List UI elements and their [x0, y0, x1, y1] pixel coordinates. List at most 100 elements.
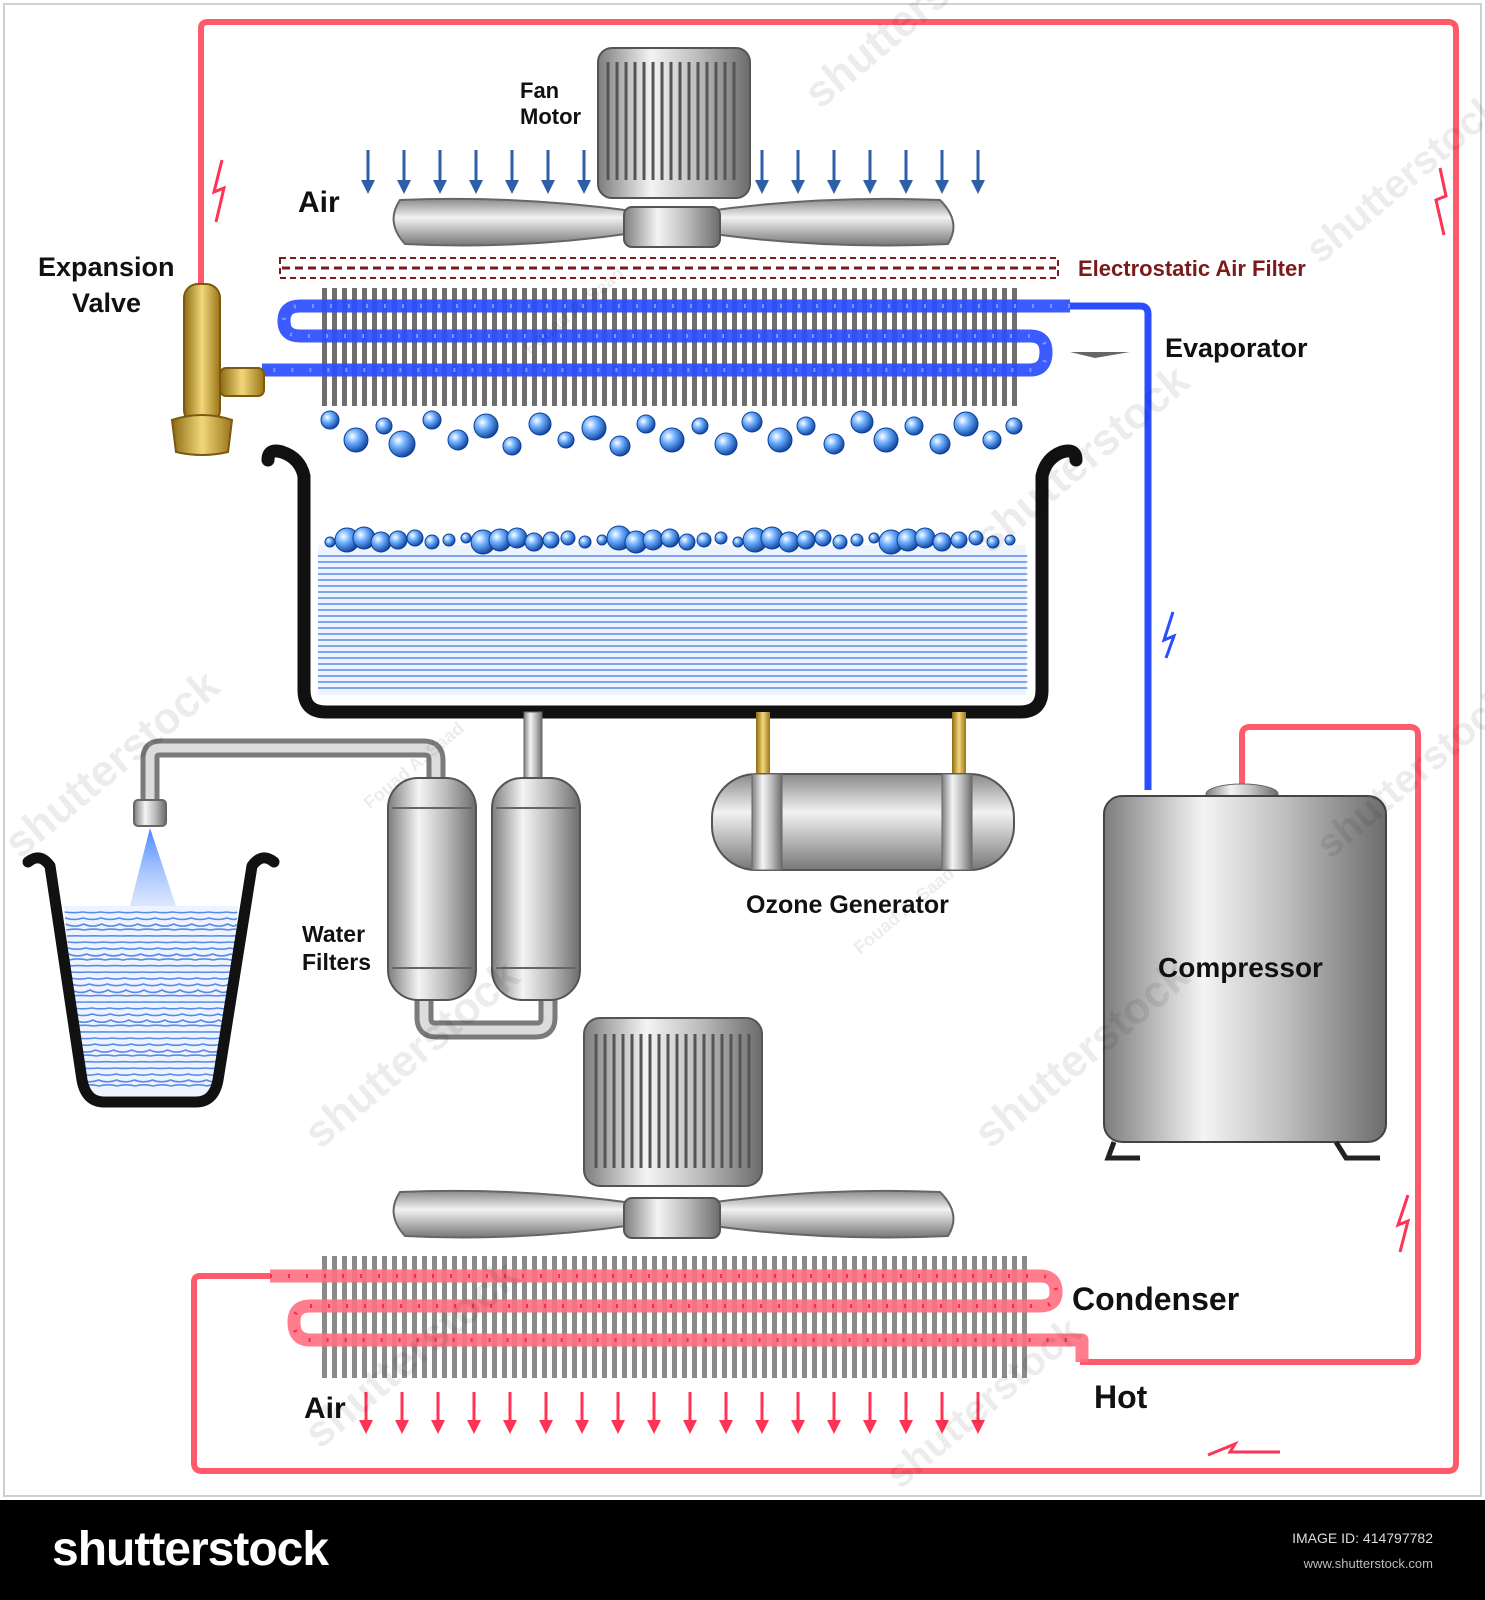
hot-air-arrow-head	[359, 1420, 373, 1434]
hot-air-arrow-head	[395, 1420, 409, 1434]
droplet	[796, 416, 816, 436]
hot-air-arrow-head	[935, 1420, 949, 1434]
water-wave	[67, 947, 237, 951]
bubble	[696, 532, 712, 548]
bubble	[832, 534, 848, 550]
bubble	[986, 535, 1000, 549]
hot-air-arrow-head	[683, 1420, 697, 1434]
compressor-label: Compressor	[1158, 952, 1323, 983]
fin	[462, 1256, 467, 1378]
fin	[772, 288, 777, 406]
water-wave	[76, 1037, 227, 1040]
droplet	[473, 413, 499, 439]
dehumidifier-diagram: Fan Motor Air Electrostatic Air Filter E…	[0, 0, 1485, 1497]
fan-motor-fins	[606, 62, 736, 180]
bubble	[560, 530, 576, 546]
bubble	[578, 535, 592, 549]
evaporator-fins	[322, 288, 1017, 406]
tank-surface-bubbles	[324, 525, 1016, 555]
condenser-fan-blade-right	[699, 1189, 955, 1239]
droplet	[388, 430, 416, 458]
fin	[572, 288, 577, 406]
fin	[532, 288, 537, 406]
fin	[972, 288, 977, 406]
fin	[962, 1256, 967, 1378]
fin	[732, 288, 737, 406]
water-wave	[68, 953, 237, 957]
water-wave	[72, 994, 228, 997]
droplet	[609, 435, 631, 457]
droplet	[741, 411, 763, 433]
bubble	[370, 531, 392, 553]
bubble	[524, 532, 544, 552]
fin	[442, 288, 447, 406]
droplet	[343, 427, 369, 453]
fin	[612, 1256, 617, 1378]
droplet	[714, 432, 738, 456]
fin	[492, 288, 497, 406]
fin	[932, 1256, 937, 1378]
evaporator-label: Evaporator	[1165, 333, 1308, 363]
evaporator-coil	[262, 288, 1130, 406]
fin	[802, 1256, 807, 1378]
droplet	[1005, 417, 1023, 435]
fin	[882, 288, 887, 406]
droplet	[557, 431, 575, 449]
fin	[582, 1256, 587, 1378]
fin	[822, 288, 827, 406]
fin	[422, 288, 427, 406]
bubble	[796, 530, 816, 550]
droplet	[850, 410, 874, 434]
footer-url: www.shutterstock.com	[1303, 1556, 1433, 1571]
fan-motor-label-line1: Fan	[520, 78, 559, 103]
cup-water	[64, 911, 238, 1087]
fin	[702, 1256, 707, 1378]
hot-air-arrow-head	[611, 1420, 625, 1434]
fin	[692, 288, 697, 406]
fin	[842, 288, 847, 406]
fin	[782, 288, 787, 406]
air-arrow-head	[433, 180, 447, 194]
fin	[462, 288, 467, 406]
hot-air-arrow-head	[971, 1420, 985, 1434]
collection-tank	[261, 444, 1083, 719]
fin	[352, 288, 357, 406]
expansion-valve-label-line2: Valve	[72, 288, 141, 318]
fin	[1012, 288, 1017, 406]
fin	[322, 1256, 327, 1378]
fin	[552, 288, 557, 406]
fan-motor-label-line2: Motor	[520, 104, 582, 129]
fan-hub	[623, 206, 721, 248]
droplet	[447, 429, 469, 451]
fin	[452, 288, 457, 406]
footer-image-id: IMAGE ID: 414797782	[1292, 1530, 1433, 1546]
fin	[762, 1256, 767, 1378]
fin	[352, 1256, 357, 1378]
fin	[742, 288, 747, 406]
fin	[592, 1256, 597, 1378]
air-arrow-head	[863, 180, 877, 194]
fin	[342, 1256, 347, 1378]
electrostatic-air-filter	[279, 257, 1059, 279]
bubble	[678, 533, 696, 551]
fan-blade-right	[699, 197, 955, 247]
bubble	[460, 532, 472, 544]
fin	[942, 1256, 947, 1378]
fin	[452, 1256, 457, 1378]
drain-piping	[133, 711, 558, 1040]
fin	[432, 1256, 437, 1378]
fin	[402, 288, 407, 406]
water-wave	[74, 1019, 227, 1024]
bubble	[914, 527, 936, 549]
fin	[362, 288, 367, 406]
bubble	[950, 531, 968, 549]
hot-air-arrow-head	[827, 1420, 841, 1434]
bubble	[732, 536, 744, 548]
fin	[572, 1256, 577, 1378]
fin	[722, 288, 727, 406]
fin	[832, 1256, 837, 1378]
bubble	[714, 531, 728, 545]
water-wave	[80, 1079, 219, 1083]
air-arrow-head	[827, 180, 841, 194]
fin	[372, 288, 377, 406]
